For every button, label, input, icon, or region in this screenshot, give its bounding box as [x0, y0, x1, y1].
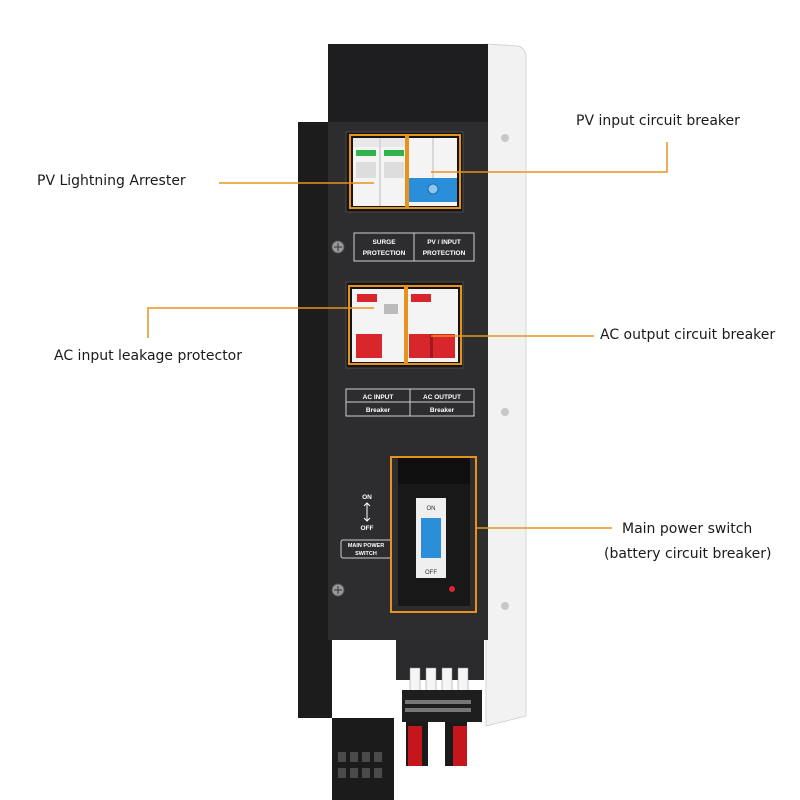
on-label: ON — [362, 494, 372, 501]
pv-input-breaker-line — [431, 142, 668, 173]
breaker-right-label: Breaker — [430, 407, 455, 414]
ac-input-label: AC INPUT — [363, 394, 394, 401]
pv-input-label: PV / INPUT — [427, 239, 461, 246]
main-power-switch-toggle[interactable] — [421, 518, 441, 558]
left-mounting-bracket — [298, 122, 332, 718]
pv-protection-label: PROTECTION — [423, 250, 466, 257]
ac-input-leakage-line — [147, 307, 374, 338]
ac-output-breaker-highlight — [406, 285, 462, 365]
main-power-switch-highlight — [390, 456, 477, 613]
ac-output-breaker-callout: AC output circuit breaker — [600, 327, 776, 343]
switch-on-label: ON — [427, 506, 436, 512]
ac-output-label: AC OUTPUT — [423, 394, 461, 401]
pv-lightning-arrester-highlight — [349, 134, 409, 209]
battery-cable-red — [408, 726, 422, 766]
battery-circuit-breaker-callout: (battery circuit breaker) — [604, 546, 772, 562]
ac-input-leakage-callout: AC input leakage protector — [54, 348, 243, 364]
ac-input-leakage-protector-highlight — [348, 285, 406, 365]
breaker-left-label: Breaker — [366, 407, 391, 414]
main-power-switch-callout: Main power switch — [622, 521, 753, 537]
screw-icon — [331, 583, 345, 597]
up-down-arrow-icon — [363, 502, 371, 522]
indicator-led — [449, 586, 455, 592]
surge-protection-label: PROTECTION — [363, 250, 406, 257]
pv-input-breaker-callout: PV input circuit breaker — [576, 113, 740, 129]
battery-cable-red — [453, 726, 467, 766]
main-power-label: MAIN POWER — [348, 543, 384, 549]
white-side-casing — [485, 43, 527, 727]
surge-label: SURGE — [372, 239, 396, 246]
switch-off-label: OFF — [425, 570, 437, 576]
screw-icon — [331, 240, 345, 254]
main-power-switch-label: SWITCH — [355, 551, 377, 557]
pv-lightning-arrester-callout: PV Lightning Arrester — [37, 173, 186, 189]
off-label: OFF — [361, 525, 374, 532]
